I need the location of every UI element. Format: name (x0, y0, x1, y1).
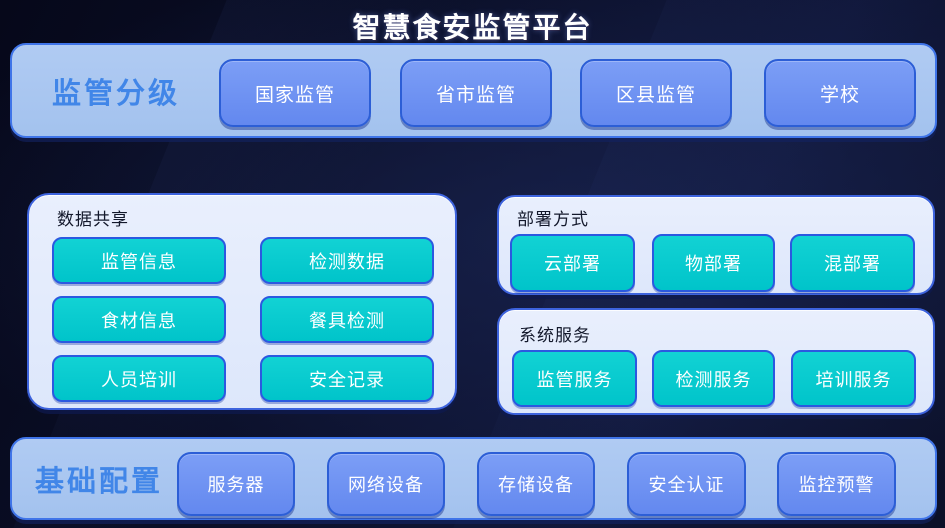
ingredient-info-button[interactable]: 食材信息 (52, 296, 226, 343)
storage-equipment-button[interactable]: 存储设备 (477, 452, 595, 516)
data-sharing-label: 数据共享 (57, 210, 129, 229)
supervision-service-button[interactable]: 监管服务 (512, 350, 637, 407)
security-auth-button[interactable]: 安全认证 (627, 452, 746, 516)
personnel-training-button[interactable]: 人员培训 (52, 355, 226, 402)
base-config-panel: 基础配置 服务器 网络设备 存储设备 安全认证 监控预警 (10, 437, 937, 520)
testing-service-button[interactable]: 检测服务 (652, 350, 775, 407)
network-equipment-button[interactable]: 网络设备 (327, 452, 445, 516)
provincial-supervision-button[interactable]: 省市监管 (400, 59, 552, 127)
hybrid-deploy-button[interactable]: 混部署 (790, 234, 915, 292)
training-service-button[interactable]: 培训服务 (791, 350, 916, 407)
data-sharing-panel: 数据共享 监管信息 检测数据 食材信息 餐具检测 人员培训 安全记录 (27, 193, 457, 410)
supervision-level-panel: 监管分级 国家监管 省市监管 区县监管 学校 (10, 43, 937, 138)
physical-deploy-button[interactable]: 物部署 (652, 234, 775, 292)
tableware-testing-button[interactable]: 餐具检测 (260, 296, 434, 343)
supervision-info-button[interactable]: 监管信息 (52, 237, 226, 284)
page-title: 智慧食安监管平台 (352, 12, 593, 43)
deployment-label: 部署方式 (517, 210, 589, 229)
system-services-panel: 系统服务 监管服务 检测服务 培训服务 (497, 308, 935, 415)
server-button[interactable]: 服务器 (177, 452, 295, 516)
school-button[interactable]: 学校 (764, 59, 916, 127)
deployment-panel: 部署方式 云部署 物部署 混部署 (497, 195, 935, 295)
monitoring-alert-button[interactable]: 监控预警 (777, 452, 896, 516)
cloud-deploy-button[interactable]: 云部署 (510, 234, 635, 292)
safety-records-button[interactable]: 安全记录 (260, 355, 434, 402)
base-config-label: 基础配置 (35, 465, 164, 498)
testing-data-button[interactable]: 检测数据 (260, 237, 434, 284)
national-supervision-button[interactable]: 国家监管 (219, 59, 371, 127)
system-services-label: 系统服务 (519, 326, 591, 345)
district-supervision-button[interactable]: 区县监管 (580, 59, 732, 127)
supervision-level-label: 监管分级 (52, 77, 181, 110)
